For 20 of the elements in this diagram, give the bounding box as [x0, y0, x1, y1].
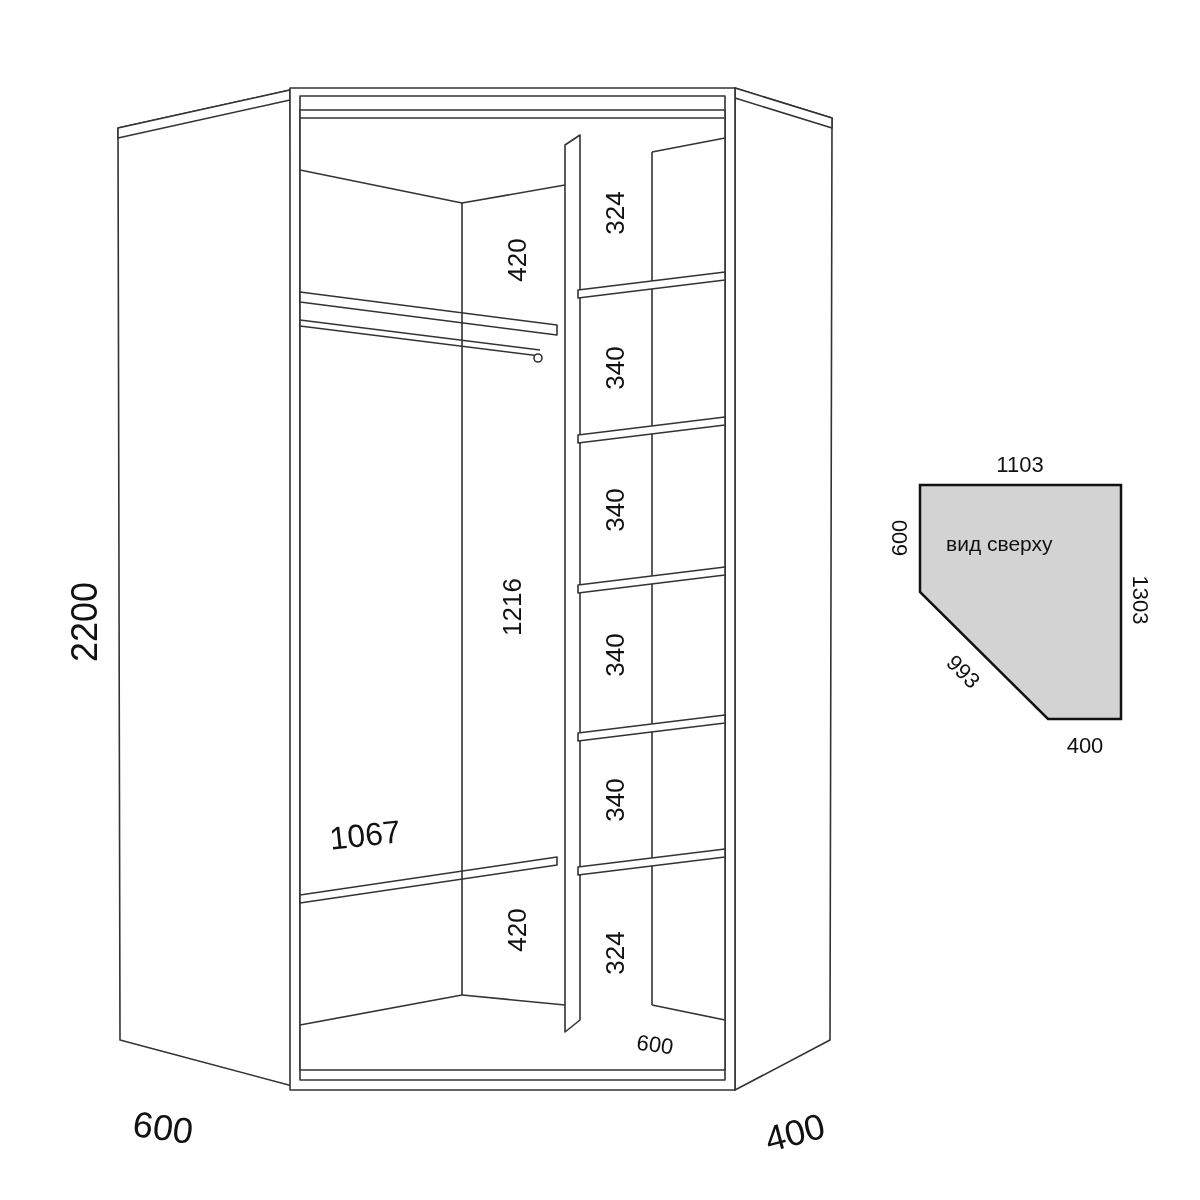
dimension-label: 1216	[499, 578, 525, 636]
dimension-label: 340	[602, 488, 628, 532]
dimension-label: 400	[1066, 735, 1104, 757]
dimension-label: 400	[761, 1107, 829, 1159]
dimension-label: 324	[602, 191, 628, 235]
dimension-label: 993	[942, 651, 984, 693]
view-caption: вид сверху	[946, 533, 1053, 554]
dimension-label: 340	[602, 778, 628, 822]
dimension-label: 340	[602, 346, 628, 390]
dimension-label: 2200	[67, 581, 103, 663]
dimension-label: 600	[130, 1106, 196, 1150]
dimension-label: 1067	[327, 815, 403, 855]
dimension-label: 1103	[996, 454, 1044, 476]
dimension-label: 420	[504, 238, 530, 282]
dimension-label: 324	[602, 931, 628, 975]
dimension-label: 340	[602, 633, 628, 677]
dimension-label: 1303	[1129, 575, 1151, 625]
dimension-label: 420	[504, 908, 530, 952]
dimension-label: 600	[889, 519, 911, 557]
dimension-label: 600	[635, 1031, 675, 1059]
